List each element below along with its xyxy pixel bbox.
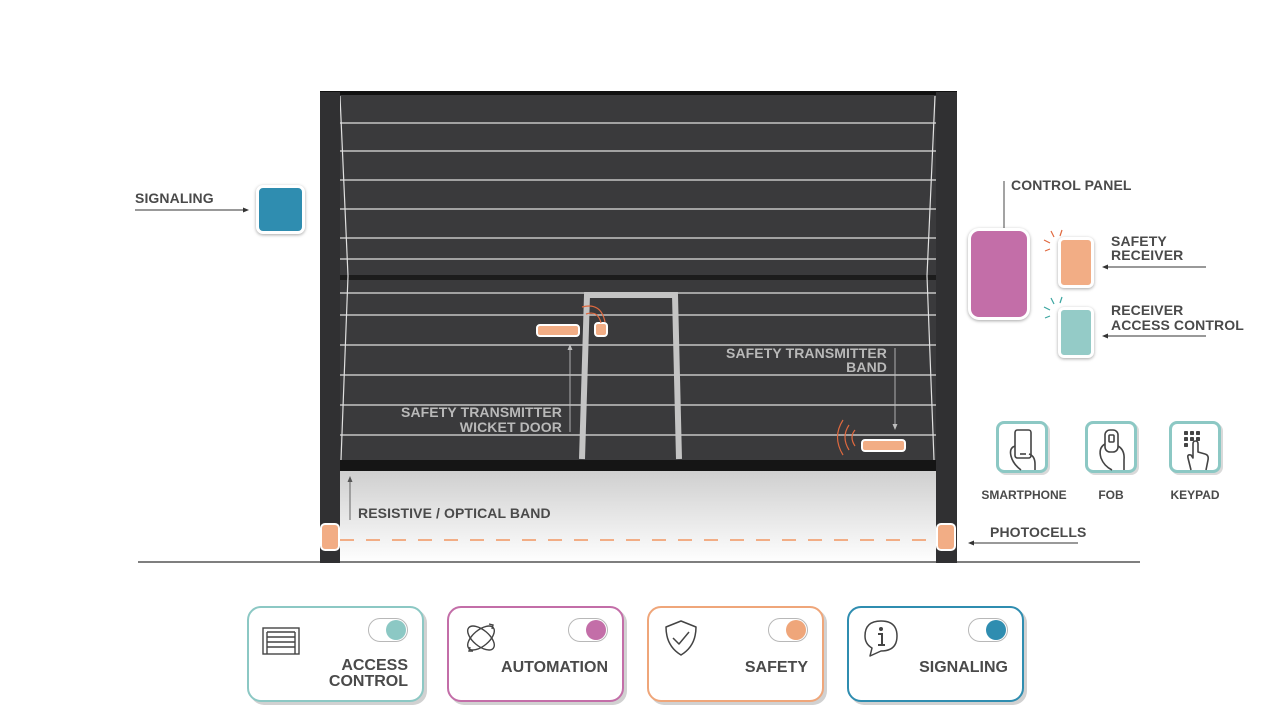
safety-receiver-label-1: SAFETY	[1111, 233, 1167, 249]
category-card-safety[interactable]: SAFETY	[647, 606, 824, 702]
door-panels	[339, 94, 936, 471]
automation-toggle[interactable]	[568, 618, 608, 642]
band-signal-waves-icon	[836, 419, 856, 456]
wicket-sensor-device	[594, 322, 608, 337]
control-panel-label: CONTROL PANEL	[1011, 177, 1132, 193]
wicket-door-outline	[579, 292, 682, 460]
safety-toggle[interactable]	[768, 618, 808, 642]
category-card-automation[interactable]: AUTOMATION	[447, 606, 624, 702]
safety-receiver-label-2: RECEIVER	[1111, 247, 1184, 263]
access-receiver-burst-icon	[1043, 296, 1063, 319]
signaling-title: SIGNALING	[919, 659, 1008, 676]
signaling-light-device	[256, 185, 305, 234]
wicket-transmitter-device	[536, 324, 580, 337]
smartphone-icon	[1009, 429, 1036, 471]
garage-door-icon	[262, 627, 300, 655]
access-control-title: ACCESS CONTROL	[328, 657, 408, 690]
keypad-remote[interactable]	[1169, 421, 1221, 473]
safety-receiver-device	[1058, 237, 1094, 288]
smartphone-remote[interactable]	[996, 421, 1048, 473]
fob-label: FOB	[1098, 488, 1124, 502]
safety-receiver-burst-icon	[1043, 229, 1063, 252]
category-card-signaling[interactable]: SIGNALING	[847, 606, 1024, 702]
signaling-toggle[interactable]	[968, 618, 1008, 642]
access-control-toggle[interactable]	[368, 618, 408, 642]
signaling-label: SIGNALING	[135, 190, 214, 206]
automation-arrows-icon	[467, 623, 495, 652]
category-card-access-control[interactable]: ACCESS CONTROL	[247, 606, 424, 702]
access-receiver-device	[1058, 307, 1094, 358]
photocells-label: PHOTOCELLS	[990, 524, 1087, 540]
receiver-access-label-1: RECEIVER	[1111, 302, 1184, 318]
safety-title: SAFETY	[744, 659, 808, 676]
transmitter-band-label-1: SAFETY TRANSMITTER	[726, 345, 887, 361]
toggle-knob	[586, 619, 606, 640]
photocell-left	[320, 523, 340, 551]
shield-check-icon	[665, 620, 697, 656]
transmitter-wicket-label-1: SAFETY TRANSMITTER	[401, 404, 562, 420]
fob-icon	[1099, 429, 1125, 471]
control-panel-device	[968, 228, 1030, 320]
photocell-right	[936, 523, 956, 551]
resistive-band-label: RESISTIVE / OPTICAL BAND	[358, 505, 551, 521]
transmitter-band-label-2: BAND	[846, 359, 887, 375]
toggle-knob	[386, 619, 406, 640]
info-bubble-icon	[864, 620, 898, 657]
wicket-signal-waves-icon	[581, 305, 606, 324]
door-frame	[320, 91, 957, 563]
fob-remote[interactable]	[1085, 421, 1137, 473]
door-opening-floor	[340, 471, 936, 563]
keypad-label: KEYPAD	[1170, 488, 1220, 502]
door-leader-arrows	[567, 344, 898, 432]
toggle-knob	[786, 619, 806, 640]
smartphone-label: SMARTPHONE	[981, 488, 1067, 502]
receiver-access-label-2: ACCESS CONTROL	[1111, 317, 1244, 333]
band-transmitter-device	[861, 439, 906, 452]
toggle-knob	[986, 619, 1006, 640]
transmitter-wicket-label-2: WICKET DOOR	[459, 419, 562, 435]
band-leader-arrow	[347, 476, 353, 520]
automation-title: AUTOMATION	[501, 659, 608, 676]
keypad-icon	[1184, 431, 1209, 471]
